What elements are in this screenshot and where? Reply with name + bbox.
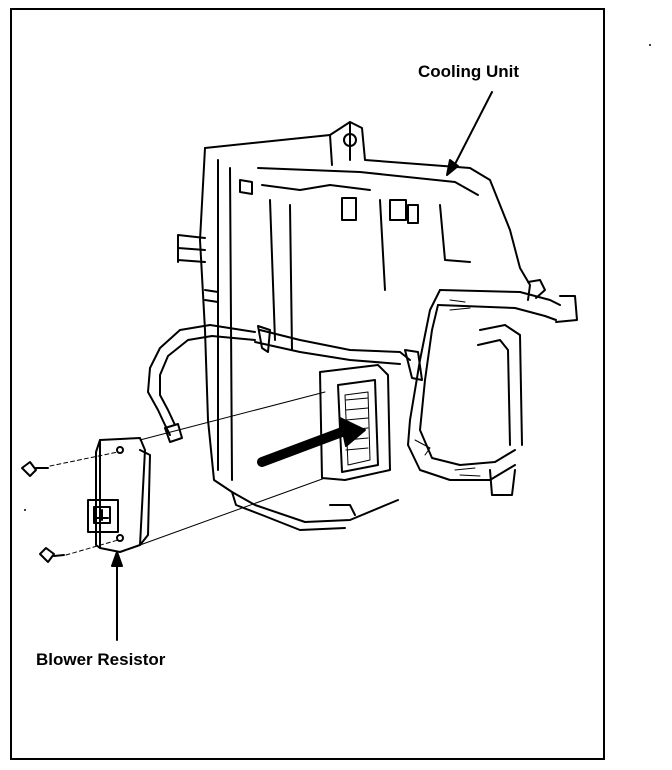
alignment-lines (49, 391, 326, 556)
resistor-opening (319, 364, 391, 481)
blower-resistor (87, 437, 151, 553)
install-arrow (257, 417, 366, 467)
blower-resistor-label: Blower Resistor (36, 650, 166, 669)
cooling-unit-label: Cooling Unit (418, 62, 520, 81)
cooling-unit-leader (446, 91, 493, 176)
screw-icon (21, 461, 49, 477)
cooling-unit-housing (177, 121, 546, 531)
blower-resistor-leader (111, 551, 123, 641)
diagram-frame (10, 8, 605, 760)
evaporator-pipe (407, 289, 578, 496)
screw-icon (39, 547, 65, 563)
wiring-harness (147, 324, 423, 443)
